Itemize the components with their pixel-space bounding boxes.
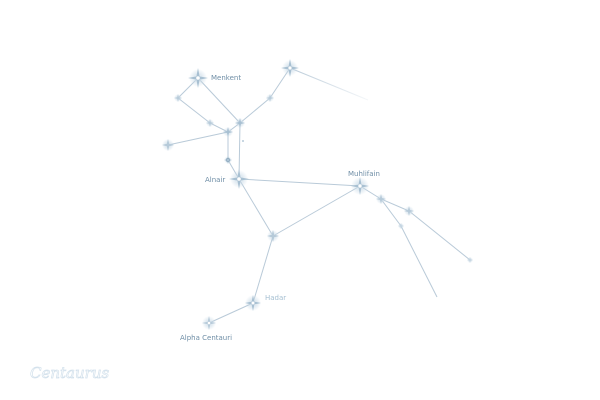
line-j-trail — [400, 225, 438, 298]
star-core — [207, 321, 211, 325]
star-ring — [225, 157, 231, 163]
four-point-star-icon — [235, 118, 245, 128]
label-muhlifain: Muhlifain — [348, 170, 380, 178]
label-hadar: Hadar — [265, 294, 286, 302]
star-h — [376, 194, 386, 204]
star-c — [206, 119, 214, 127]
four-point-star-icon — [162, 139, 174, 151]
star-tiny — [242, 140, 244, 142]
label-alnair: Alnair — [205, 176, 225, 184]
line-h-i — [380, 198, 410, 212]
star-i — [404, 206, 414, 216]
star-top — [281, 59, 299, 77]
line-b-c — [177, 97, 211, 124]
star-j — [398, 223, 404, 229]
four-point-star-icon — [223, 127, 233, 137]
line-e-a — [239, 97, 271, 124]
four-point-star-icon — [467, 257, 473, 263]
label-alpha-centauri: Alpha Centauri — [180, 334, 232, 342]
four-point-star-icon — [224, 156, 232, 164]
star-core — [196, 76, 200, 80]
line-i-trail — [408, 210, 471, 261]
star-left — [162, 139, 174, 151]
star-core — [237, 177, 241, 181]
line-a-alnair — [238, 122, 241, 180]
four-point-star-icon — [398, 223, 404, 229]
line-h-j — [380, 198, 402, 227]
star-muhlifain — [351, 177, 369, 195]
star-alpha-centauri — [202, 316, 216, 330]
star-labels: Menkent Alnair Muhlifain Hadar Alpha Cen… — [180, 74, 380, 342]
line-menkent-a — [197, 77, 241, 124]
four-point-star-icon — [242, 140, 244, 142]
line-alnair-g — [238, 178, 274, 237]
line-left-d — [167, 131, 229, 146]
label-menkent: Menkent — [211, 74, 241, 82]
line-alnair-muhlifain — [238, 178, 361, 187]
star-core — [251, 301, 255, 305]
star-core — [358, 184, 362, 188]
four-point-star-icon — [266, 94, 274, 102]
star-d — [223, 127, 233, 137]
star-f — [224, 156, 232, 164]
star-b — [174, 94, 182, 102]
four-point-star-icon — [376, 194, 386, 204]
star-a — [235, 118, 245, 128]
stars — [162, 59, 473, 330]
constellation-title: Centaurus — [30, 364, 109, 382]
star-core — [288, 66, 292, 70]
four-point-star-icon — [267, 230, 279, 242]
four-point-star-icon — [404, 206, 414, 216]
star-far-right — [467, 257, 473, 263]
four-point-star-icon — [206, 119, 214, 127]
star-hadar — [245, 295, 261, 311]
constellation-lines — [167, 67, 471, 324]
star-alnair — [229, 169, 249, 189]
line-hadar-alpha — [208, 302, 254, 324]
line-g-muhlifain — [272, 185, 361, 237]
line-top-trail — [289, 67, 369, 101]
star-e — [266, 94, 274, 102]
four-point-star-icon — [174, 94, 182, 102]
star-g — [267, 230, 279, 242]
line-g-hadar — [252, 235, 274, 304]
star-menkent — [188, 68, 208, 88]
